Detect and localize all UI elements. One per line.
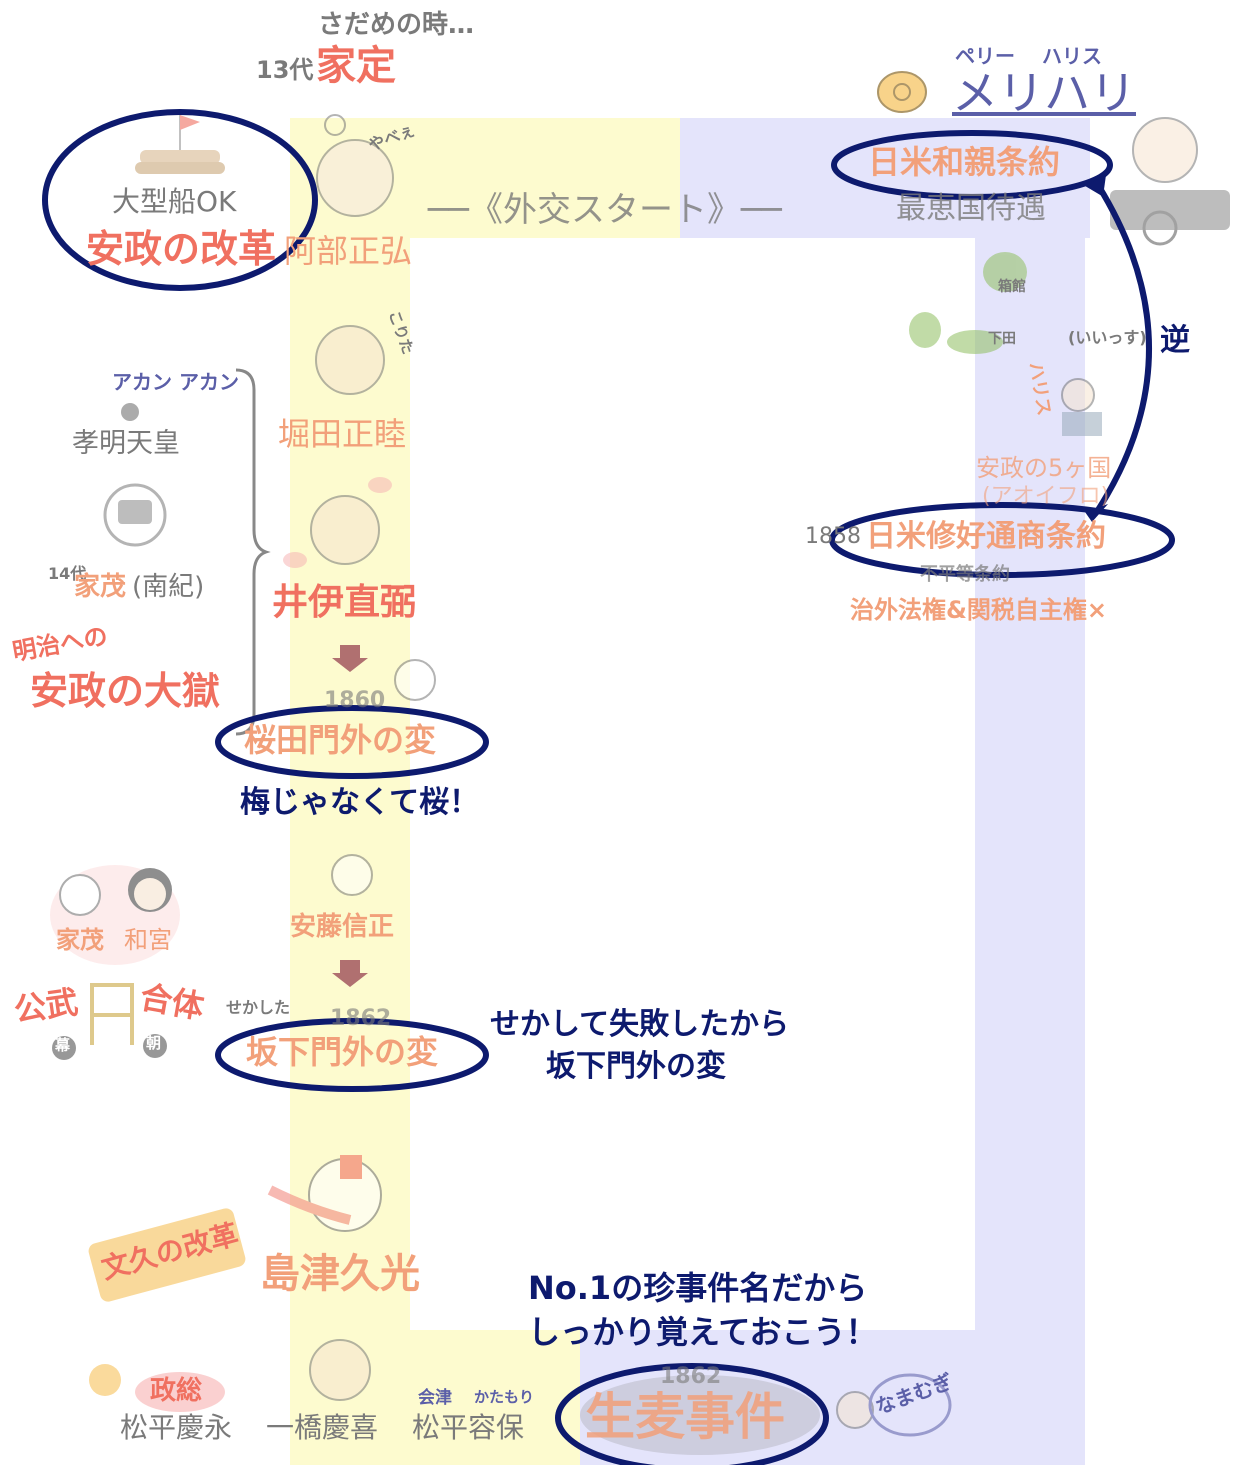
ii-face-icon	[283, 477, 392, 568]
circle-tsusho	[829, 502, 1175, 578]
reverse-arrow	[1095, 183, 1152, 512]
no1-note-line1: No.1の珍事件名だから	[528, 1269, 868, 1307]
ansei-5-countries: 安政の5ヶ国	[976, 454, 1112, 482]
hitotsubashi-name: 一橋慶喜	[266, 1411, 379, 1444]
year-1862-namamugi: 1862	[660, 1364, 722, 1389]
hakodate-label: 箱館	[998, 279, 1026, 295]
circle-ansei-reform	[42, 109, 318, 291]
ando-icon	[331, 854, 373, 896]
koumei-icon	[121, 403, 139, 421]
unequal-treaty-label: 不平等条約	[920, 564, 1010, 585]
wa-shinyaku-treaty: 日米和親条約	[868, 143, 1061, 181]
hotta-face-icon	[315, 325, 385, 395]
blue-band-bottom	[580, 1330, 1085, 1465]
abe-face-icon	[316, 114, 394, 217]
namamugi-blur-icon	[580, 1375, 820, 1455]
samurai-icon	[836, 1373, 952, 1437]
yoshinobu-icon	[309, 1339, 371, 1401]
reverse-arrow-head-bottom	[1085, 504, 1108, 522]
small-face-icon	[394, 659, 436, 701]
circle-sakurada	[215, 705, 489, 779]
shimazu-name: 島津久光	[260, 1251, 420, 1297]
year-1860: 1860	[324, 688, 386, 713]
lemon-icon	[877, 71, 927, 113]
iemochi-icon	[103, 483, 167, 547]
gaikou-start-label: ──《外交スタート》──	[428, 190, 782, 230]
baku-label: 幕	[55, 1036, 71, 1054]
sekashite-note-line2: 坂下門外の変	[546, 1049, 726, 1084]
japan-map-icon	[909, 252, 1027, 354]
big-ship-label: 大型船OK	[112, 185, 237, 218]
perry-icon	[1110, 117, 1230, 246]
matsudaira-yoshinaga-name: 松平慶永	[120, 1411, 233, 1444]
merihari-text: メリハリ	[952, 66, 1136, 120]
iemochi-couple-label: 家茂	[56, 926, 104, 954]
ansei-reform-label: 安政の改革	[86, 227, 277, 271]
year-1862-sakashita: 1862	[330, 1006, 392, 1031]
seiji-label: 政総	[150, 1376, 203, 1406]
katamori-kana: かたもり	[474, 1388, 535, 1406]
generation-14-label: 14代	[48, 564, 87, 583]
kazunomiya-label: 和宮	[124, 926, 172, 954]
snowman-icon	[267, 1155, 382, 1232]
tsusho-treaty: 日米修好通商条約	[866, 519, 1106, 554]
namamugi-incident: 生麦事件	[585, 1388, 785, 1446]
reverse-arrow-head-top	[1085, 174, 1107, 197]
sekashita-text: せかした	[226, 998, 291, 1017]
couple-icon	[50, 865, 180, 965]
raft-icon	[135, 115, 225, 174]
circle-namamugi	[555, 1363, 829, 1465]
no1-note-line2: しっかり覚えておこう！	[528, 1313, 878, 1351]
abe-name: 阿部正弘	[284, 232, 413, 270]
sakashita-incident: 坂下門外の変	[246, 1033, 439, 1071]
ittsu-bubble: (いいっす)	[1068, 328, 1147, 347]
aizu-label: 会津	[418, 1388, 452, 1408]
year-1858: 1858	[805, 524, 861, 549]
circle-sakashita	[215, 1018, 489, 1092]
sakurada-incident: 桜田門外の変	[244, 721, 437, 759]
bunkyu-stamp-icon	[88, 1208, 246, 1302]
iesada-name: 家定	[316, 43, 396, 89]
sadame-text: さだめの時…	[318, 10, 475, 40]
arrow-down-icon	[332, 645, 368, 987]
grouping-bracket	[235, 368, 271, 736]
extraterritoriality-label: 治外法権&関税自主権×	[850, 596, 1108, 624]
matsudaira-katamori-name: 松平容保	[412, 1411, 525, 1444]
kobu-text: 公武	[11, 982, 81, 1030]
ume-note: 梅じゃなくて桜！	[240, 785, 480, 820]
koumei-name: 孝明天皇	[72, 428, 180, 459]
blue-band-right	[975, 118, 1085, 1465]
chair-icon	[52, 983, 167, 1060]
hotta-name: 堀田正睦	[278, 415, 407, 453]
circle-wa-shinyaku	[831, 130, 1113, 200]
nanki-label: (南紀)	[132, 572, 205, 602]
akan-text: アカン アカン	[112, 370, 239, 394]
sekashite-note-line1: せかして失敗したから	[490, 1007, 790, 1042]
ansei-purge-label: 安政の大獄	[30, 669, 221, 713]
harris-label: ハリス	[1042, 44, 1102, 68]
ii-name: 井伊直弼	[272, 582, 417, 623]
iemochi-name: 家茂	[74, 572, 127, 602]
torch-icon	[89, 1364, 225, 1412]
harris-icon	[1061, 378, 1102, 436]
saikei-label: 最恵国待遇	[896, 191, 1046, 226]
perry-label: ペリー	[955, 44, 1015, 68]
chou-label: 朝	[146, 1034, 162, 1052]
aoi-furo-mnemonic: (アオイフロ)	[982, 484, 1110, 509]
gattai-text: 合体	[137, 977, 207, 1027]
generation-13-label: 13代	[256, 56, 314, 84]
gyaku-label: 逆	[1160, 323, 1190, 358]
ando-name: 安藤信正	[290, 912, 395, 942]
shimoda-label: 下田	[988, 331, 1016, 347]
